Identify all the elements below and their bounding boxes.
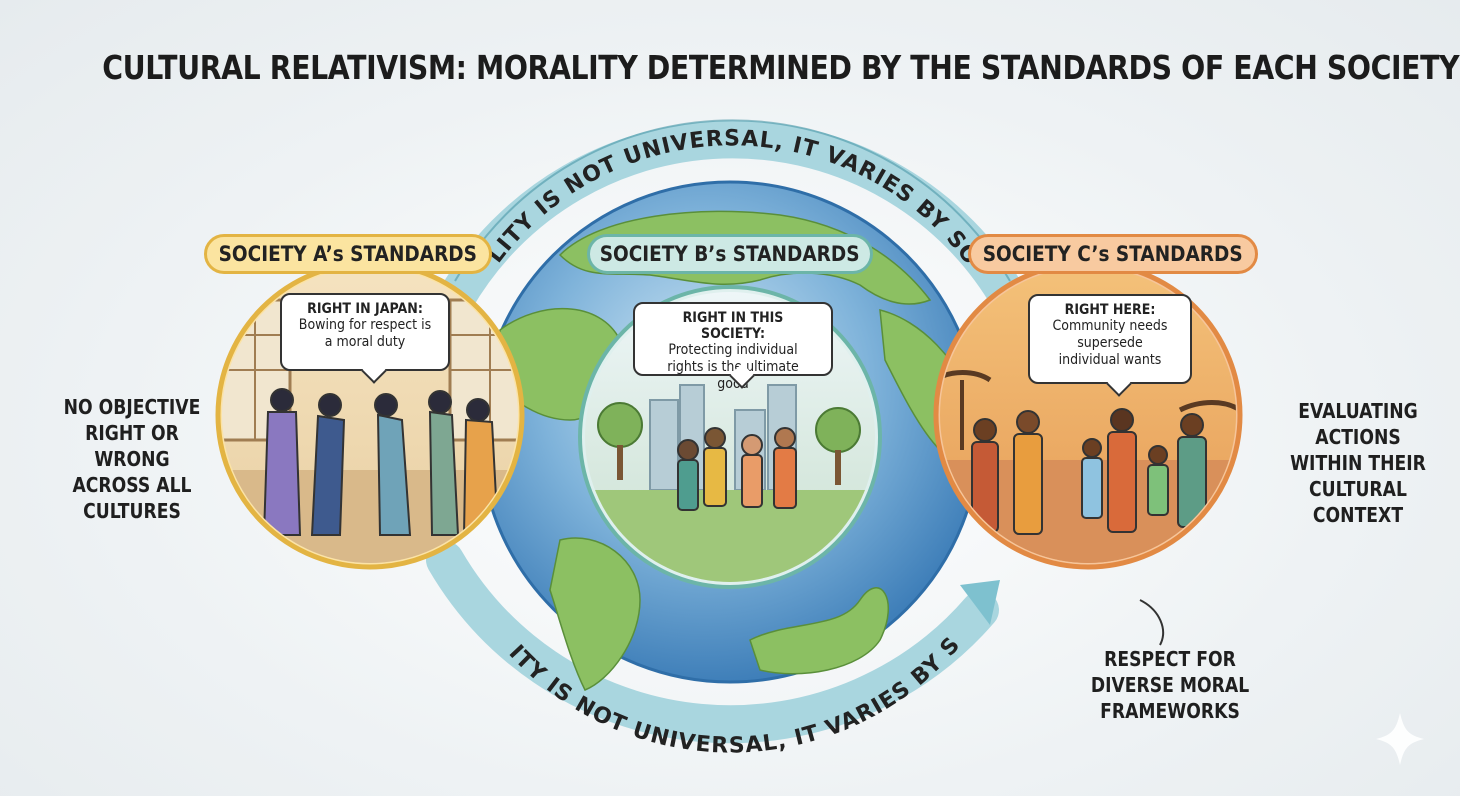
society-b-label: SOCIETY B’s STANDARDS [587, 234, 873, 274]
top-arc-band [436, 120, 1029, 319]
right-note: EVALUATING ACTIONS WITHIN THEIR CULTURAL… [1290, 399, 1426, 527]
society-a-bubble-title: RIGHT IN JAPAN: [307, 301, 423, 317]
sparkle-icon [1376, 713, 1424, 765]
bottom-arc-arrowhead [960, 580, 1000, 625]
society-c-bubble-text: Community needs supersede individual wan… [1052, 318, 1168, 368]
society-a-bubble: RIGHT IN JAPAN: Bowing for respect is a … [280, 293, 450, 371]
society-b-bubble-title: RIGHT IN THIS SOCIETY: [682, 310, 784, 342]
top-arc-edge [454, 119, 1011, 282]
society-b-bubble-text: Protecting individual rights is the ulti… [667, 342, 799, 392]
society-c-bubble: RIGHT HERE: Community needs supersede in… [1028, 294, 1192, 384]
society-a-label: SOCIETY A’s STANDARDS [204, 234, 492, 274]
society-a-bubble-text: Bowing for respect is a moral duty [298, 317, 432, 350]
society-c-bubble-title: RIGHT HERE: [1064, 302, 1156, 318]
left-note: NO OBJECTIVE RIGHT OR WRONG ACROSS ALL C… [63, 395, 201, 523]
bottom-arc-band [426, 541, 999, 744]
society-c-label: SOCIETY C’s STANDARDS [968, 234, 1258, 274]
page-title: CULTURAL RELATIVISM: MORALITY DETERMINED… [102, 48, 1460, 87]
note-pointer-line [1139, 599, 1165, 646]
bottom-note: RESPECT FOR DIVERSE MORAL FRAMEWORKS [1090, 647, 1250, 723]
society-b-bubble: RIGHT IN THIS SOCIETY: Protecting indivi… [633, 302, 833, 392]
